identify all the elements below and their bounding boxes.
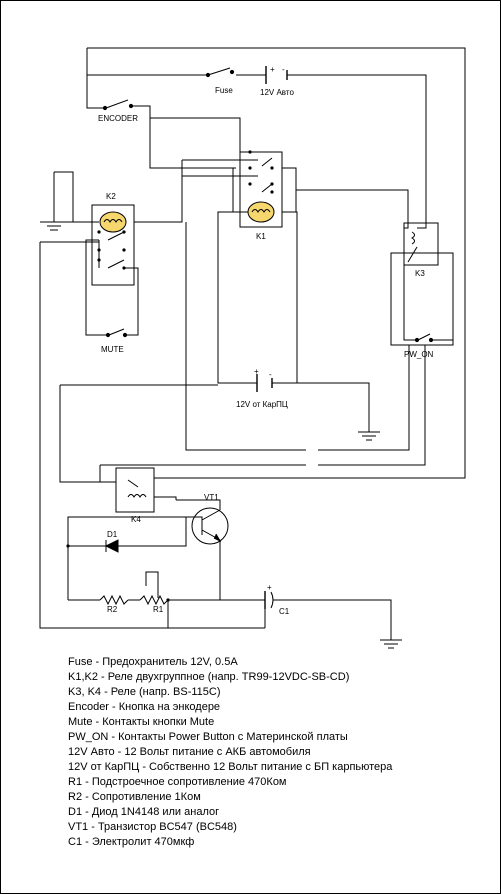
encoder-switch — [102, 99, 134, 111]
diode-d1 — [68, 517, 187, 553]
battery-plus-2: + — [254, 367, 259, 376]
resistor-chain — [68, 571, 265, 628]
top-rail-wires — [86, 47, 466, 479]
legend-item-k1-k2: K1,K2 - Реле двухгруппное (напр. TR99-12… — [68, 671, 350, 683]
r1-label: R1 — [153, 605, 164, 614]
middle-wires — [59, 222, 426, 483]
junction-dots — [66, 150, 274, 602]
legend-list: Fuse - Предохранитель 12V, 0.5А K1,K2 - … — [68, 655, 392, 850]
vt1-label: VT1 — [204, 493, 219, 502]
battery-12v-auto — [265, 66, 288, 84]
battery-12v-auto-label: 12V Авто — [260, 88, 294, 97]
k1-label: K1 — [256, 232, 266, 241]
relay-k1 — [182, 151, 409, 229]
relay-coils — [99, 201, 415, 498]
d1-label: D1 — [107, 530, 118, 539]
k2-label: K2 — [106, 192, 116, 201]
c1-plus-label: + — [267, 583, 272, 592]
legend-item-12v-auto: 12V Авто - 12 Вольт питание с АКБ автомо… — [68, 746, 311, 758]
legend-item-r2: R2 - Сопротивление 1Ком — [68, 791, 201, 803]
c1-label: C1 — [279, 607, 290, 616]
legend-item-k3-k4: K3, K4 - Реле (напр. BS-115C) — [68, 686, 221, 698]
encoder-label: ENCODER — [98, 114, 138, 123]
legend-item-encoder: Encoder - Кнопка на энкодере — [68, 701, 221, 713]
capacitor-c1 — [264, 591, 402, 649]
legend-item-12v-carpc: 12V от КарПЦ - Собственно 12 Вольт питан… — [68, 761, 393, 773]
relay-k3 — [390, 222, 454, 346]
fuse-switch — [205, 67, 235, 78]
battery-12v-carpc-label: 12V от КарПЦ — [236, 400, 288, 409]
legend-item-fuse: Fuse - Предохранитель 12V, 0.5А — [68, 656, 238, 668]
legend-item-r1: R1 - Подстроечное сопротивление 470Ком — [68, 776, 287, 788]
legend-item-mute: Mute - Контакты кнопки Mute — [68, 716, 215, 728]
mute-label: MUTE — [101, 345, 124, 354]
legend-item-pw-on: PW_ON - Контакты Power Button с Материнс… — [68, 731, 348, 743]
fuse-label: Fuse — [215, 86, 233, 95]
battery-minus-1: - — [282, 65, 285, 74]
battery-12v-carpc — [256, 374, 273, 392]
transistor-vt1 — [67, 499, 229, 600]
k1-carpc-wires — [217, 211, 380, 441]
r2-label: R2 — [107, 605, 118, 614]
legend-item-d1: D1 - Диод 1N4148 или аналог — [68, 806, 220, 818]
pw-on-switch — [414, 333, 453, 343]
relay-k2 — [39, 160, 265, 629]
k3-label: K3 — [415, 269, 425, 278]
legend-item-c1: C1 - Электролит 470мкф — [68, 836, 195, 848]
pw-on-label: PW_ON — [404, 350, 434, 359]
k4-label: K4 — [131, 515, 141, 524]
battery-plus-1: + — [270, 65, 275, 74]
battery-minus-2: - — [269, 370, 272, 379]
mute-switch — [105, 328, 128, 338]
relay-k4 — [99, 465, 313, 513]
legend-item-vt1: VT1 - Транзистор BC547 (BC548) — [68, 821, 237, 833]
